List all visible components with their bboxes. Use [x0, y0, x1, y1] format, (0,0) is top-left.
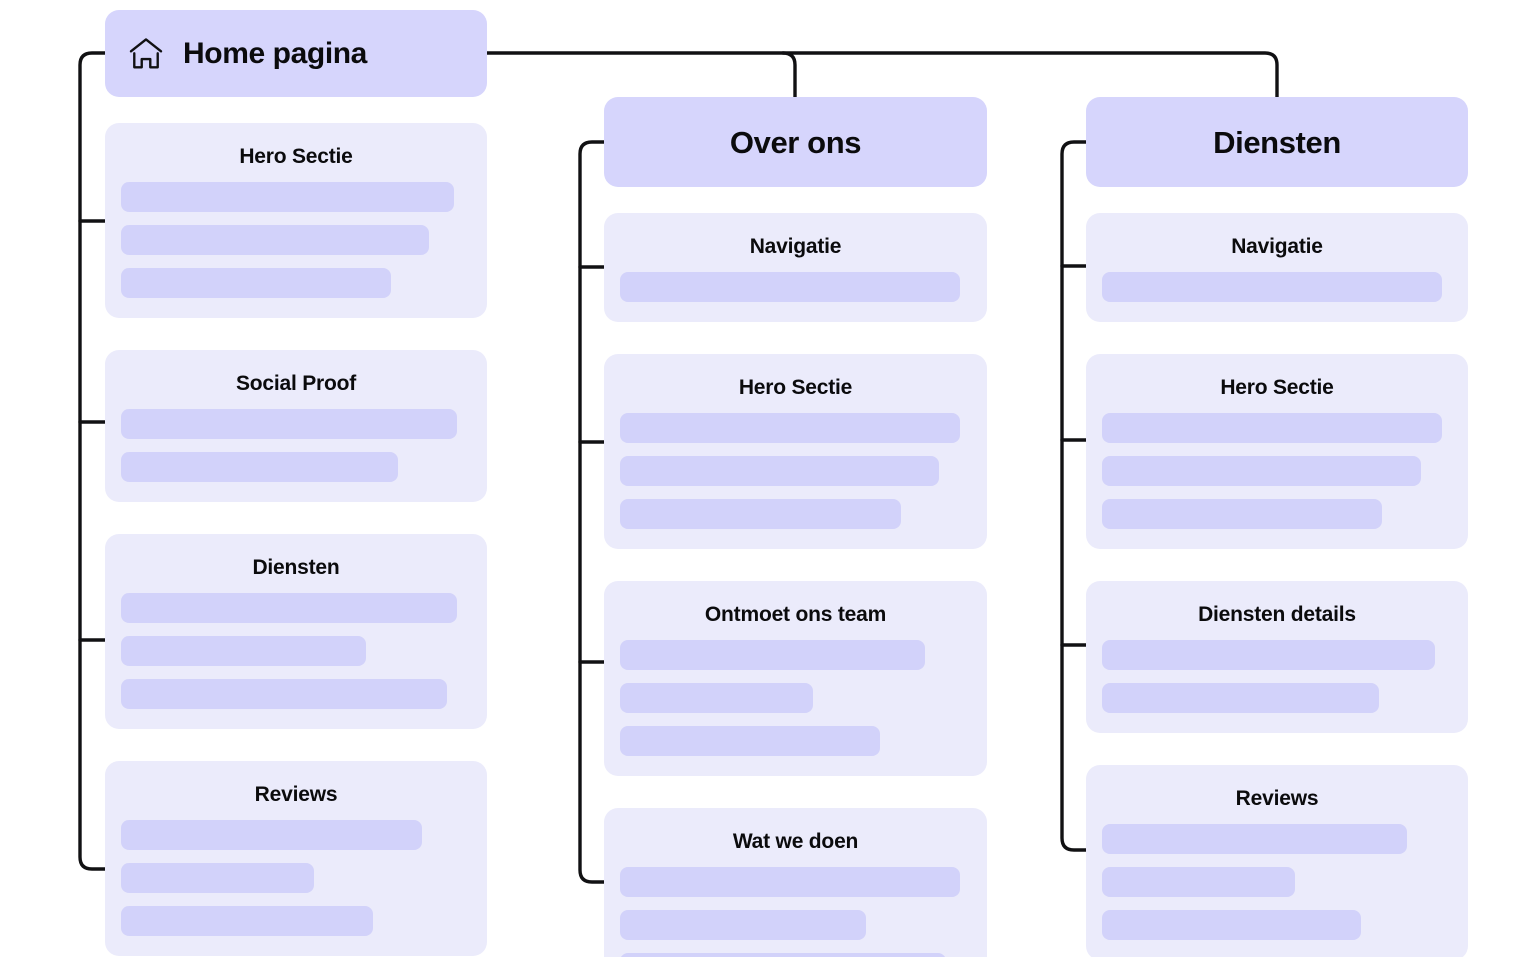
placeholder-bar: [620, 910, 866, 941]
placeholder-bar: [620, 953, 947, 957]
placeholder-bar: [620, 640, 926, 671]
section-card-navigatie[interactable]: Navigatie: [1086, 213, 1468, 323]
section-card-hero-sectie[interactable]: Hero Sectie: [105, 123, 487, 319]
page-node-title: Diensten: [1213, 124, 1341, 160]
placeholder-bar: [121, 182, 454, 213]
placeholder-bar: [121, 636, 366, 667]
placeholder-bar: [620, 413, 961, 444]
connector-home-to-branches: [485, 51, 1279, 99]
section-card-navigatie[interactable]: Navigatie: [604, 213, 987, 323]
connector-home-trunk: [78, 51, 107, 871]
section-title: Reviews: [1235, 787, 1319, 811]
section-title: Navigatie: [1231, 235, 1323, 258]
section-title: Reviews: [254, 783, 338, 807]
placeholder-bar: [121, 593, 457, 624]
placeholder-bar: [620, 867, 961, 898]
placeholder-bar: [1102, 640, 1435, 671]
home-icon: [127, 35, 165, 73]
connector-diensten-trunk: [1060, 140, 1088, 852]
connector-over-trunk: [578, 140, 606, 884]
placeholder-bar: [121, 906, 373, 937]
placeholder-bar: [121, 863, 314, 894]
page-node-home-pagina[interactable]: Home pagina: [105, 10, 487, 97]
section-card-reviews[interactable]: Reviews: [1086, 765, 1468, 957]
placeholder-bar: [121, 225, 429, 256]
placeholder-bar: [1102, 683, 1379, 714]
placeholder-bar: [121, 409, 457, 440]
section-card-wat-we-doen[interactable]: Wat we doen: [604, 808, 987, 957]
placeholder-bar: [1102, 413, 1442, 444]
section-card-social-proof[interactable]: Social Proof: [105, 350, 487, 503]
section-card-diensten-details[interactable]: Diensten details: [1086, 581, 1468, 734]
placeholder-bar: [620, 683, 814, 714]
placeholder-bar: [1102, 499, 1382, 530]
section-title: Diensten: [252, 556, 340, 580]
section-card-reviews[interactable]: Reviews: [105, 761, 487, 957]
section-title: Hero Sectie: [738, 376, 853, 400]
column-diensten: Diensten Navigatie Hero Sectie Diensten …: [1086, 97, 1468, 957]
placeholder-bar: [620, 272, 961, 303]
section-title: Diensten details: [1198, 603, 1356, 627]
page-node-title: Over ons: [729, 124, 862, 160]
section-card-ontmoet-ons-team[interactable]: Ontmoet ons team: [604, 581, 987, 777]
placeholder-bar: [1102, 824, 1407, 855]
column-home-pagina: Home pagina Hero Sectie Social Proof Die…: [105, 10, 487, 957]
placeholder-bar: [1102, 456, 1421, 487]
page-node-title: Home pagina: [183, 36, 367, 70]
placeholder-bar: [121, 820, 422, 851]
section-card-diensten[interactable]: Diensten: [105, 534, 487, 730]
placeholder-bar: [1102, 910, 1361, 941]
section-title: Hero Sectie: [1220, 376, 1334, 400]
placeholder-bar: [121, 268, 391, 299]
connector-bus-drop-over-ons: [781, 51, 797, 99]
section-title: Ontmoet ons team: [704, 603, 887, 627]
placeholder-bar: [620, 499, 901, 530]
placeholder-bar: [121, 679, 447, 710]
placeholder-bar: [620, 456, 940, 487]
placeholder-bar: [1102, 272, 1442, 303]
section-card-hero-sectie[interactable]: Hero Sectie: [604, 354, 987, 550]
page-node-diensten[interactable]: Diensten: [1086, 97, 1468, 187]
section-card-hero-sectie[interactable]: Hero Sectie: [1086, 354, 1468, 550]
column-over-ons: Over ons Navigatie Hero Sectie Ontmoet o…: [604, 97, 987, 957]
placeholder-bar: [620, 726, 880, 757]
section-title: Hero Sectie: [239, 145, 353, 168]
page-node-over-ons[interactable]: Over ons: [604, 97, 987, 187]
section-title: Wat we doen: [732, 830, 859, 854]
section-title: Navigatie: [749, 235, 842, 258]
placeholder-bar: [121, 452, 398, 483]
section-title: Social Proof: [235, 372, 357, 396]
placeholder-bar: [1102, 867, 1295, 898]
